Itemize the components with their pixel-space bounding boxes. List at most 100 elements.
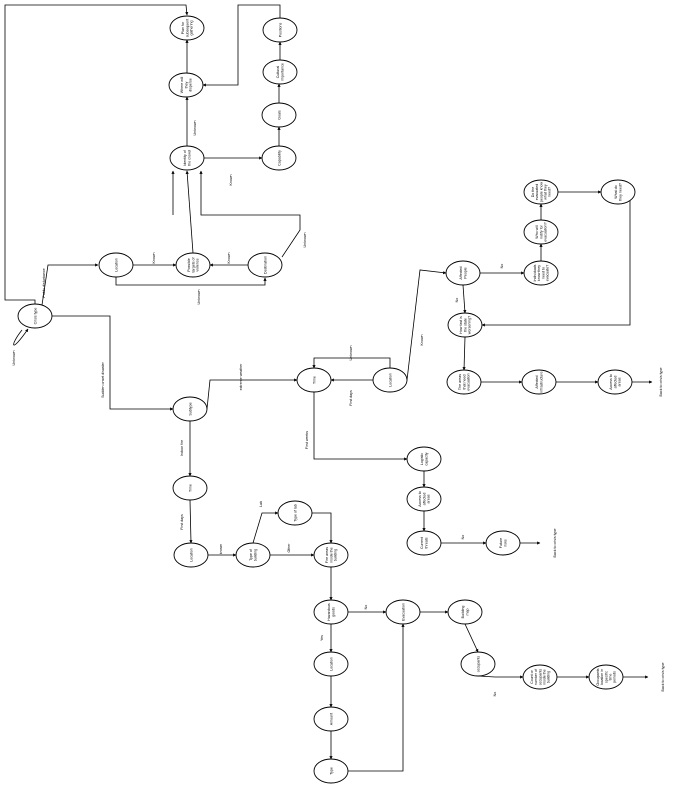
edge-label-unknown-self: Unknown [12,351,16,366]
edge-label-unknown-identity-disperse: Unknown [193,121,197,136]
edge-arrow [312,512,333,544]
node-label: Goals [277,110,281,120]
node-label: Who willnotify forevacuation? [535,222,547,241]
edge-label-no-haz-evac: No [364,605,368,610]
node-type-of-lab: Type of lab [277,500,313,526]
node-type-haz: Type [313,758,349,784]
edge-label-first-days-ew: First days [349,390,353,406]
node-label: Time [312,376,316,384]
edge-label-no-occupants-count: No [493,692,497,697]
edge-label-known-dest-targets: Known [227,253,231,264]
node-label: How fast isthe stateworsening? [459,316,471,334]
edge-arrow [462,336,466,371]
edge-arrow [348,623,405,772]
node-label: occupants [476,656,480,673]
edge-label-lab: Lab [259,501,263,507]
edge-label-yes-haz-loc: Yes [320,635,324,641]
node-where-will-they-disperse: Where willtheydisperse [168,72,204,98]
edge-arrow [185,170,194,254]
node-label: Count ornumber ofoccupantsinside thebuil… [530,669,551,686]
node-label: Where willtheydisperse [180,77,192,94]
node-label: Futurerisks [499,538,507,548]
edge-label-known-loc-affected: Known [420,335,424,346]
node-logistic-capacity: Logisticcapacity [406,446,442,472]
node-label: Positions [278,23,282,38]
edge-label-indoor-fire: Indoor fire [180,440,184,456]
node-label: Type of lab [293,504,297,522]
node-label: Location [114,258,118,272]
node-how-fast-worsen: How fast isthe stateworsening? [447,312,483,338]
node-label: What dothey need? [614,183,622,201]
node-label: Location [329,657,333,671]
node-label: Occupantslocation inspecifictimeperiods [596,668,617,685]
node-label: Possibletargets ofviolence [187,258,199,273]
node-do-evacuated-know: Do theevacuatedpeople knowwhat theyneed? [523,179,559,205]
node-label: Affectedinfrastructure [535,372,543,393]
node-destination: Destination [247,252,283,278]
edge-label-unknown-loc-time: Unknown [349,346,353,361]
node-individuals-know: Individualsknow theyneed toevacuate? [523,260,559,286]
node-label: Amount [329,713,333,725]
node-label: Do theevacuatedpeople knowwhat theyneed? [531,182,552,203]
edge-arrow [13,328,29,346]
node-label: Currentthreats [420,537,428,549]
node-label: Identity ofthe crowd [183,150,191,166]
node-possible-targets: Possibletargets ofviolence [175,252,211,278]
edge-label-no-affected-individuals: No [500,264,504,269]
node-amount: Amount [313,706,349,732]
edge-arrow [199,170,301,258]
node-type-of-building: Type ofbuilding [235,542,271,568]
node-crisis-type: Crisis type [17,303,53,329]
edge-label-extreme-weather: extreme weather [239,363,243,391]
edges-layer [4,4,653,772]
node-label: Logisticcapacity [420,452,428,465]
node-plan-subsequent: Plan forsubsequentgathering [169,15,205,41]
node-affected-infrastructure: Affectedinfrastructure [521,369,557,395]
edge-label-known-identity-capability: Known [229,175,233,186]
node-label: Fire areasinside thebuilding [325,547,337,563]
edge-arrow [406,269,447,381]
node-label: Time [188,484,192,492]
node-subtype: Subtype [172,396,208,422]
edge-arrow [462,284,467,314]
edge-arrow [41,263,99,306]
edge-arrow [477,675,524,679]
node-evacuation: Evacuation [385,599,421,625]
node-access-affected-areas-fw: Access toaffectedareas [406,486,442,512]
node-label: AffectedPeople [459,266,467,279]
node-label: Location [189,548,193,562]
edge-label-unknown-dest-identity: Unknown [303,233,307,248]
edge-arrow [313,392,408,461]
node-label: Crisis type [33,308,37,325]
edge-arrow [481,200,631,327]
edge-label-no-threats-risks: No [461,535,465,540]
node-label: Location [388,373,392,387]
node-label: Hazardousgoods [327,603,335,621]
node-label: Destination [263,256,267,274]
node-label: Culturalimportance [276,63,284,81]
node-building-map: Buildingmap [447,599,483,625]
node-location-pd: Location [98,252,134,278]
edge-label-sudden-onset: Sudden onset disaster [101,361,105,398]
terminal-back3: Back to crisis type [661,663,665,692]
edge-arrow [189,499,193,544]
node-label: Plan forsubsequentgathering [181,19,193,38]
edge-label-first-weeks: First weeks [305,431,309,449]
node-label: Type [329,767,333,775]
node-label: Access toaffectedareas [418,491,430,507]
node-location-ew: Location [372,367,408,393]
edge-label-known-loc-building: known [219,544,223,554]
edge-label-public-disturbance: Public disturbance [42,268,46,297]
node-location-haz: Location [313,651,349,677]
node-positions: Positions [262,17,298,43]
node-capability: Capability [261,145,297,171]
node-label: Individualsknow theyneed toevacuate? [533,264,550,281]
edge-arrow [202,4,281,87]
node-goals: Goals [261,102,297,128]
node-label: Access toaffectedareas [609,374,621,390]
node-label: Subtype [188,402,192,415]
node-areas-need-evacuation: The areasthat needevacuation [446,369,482,395]
